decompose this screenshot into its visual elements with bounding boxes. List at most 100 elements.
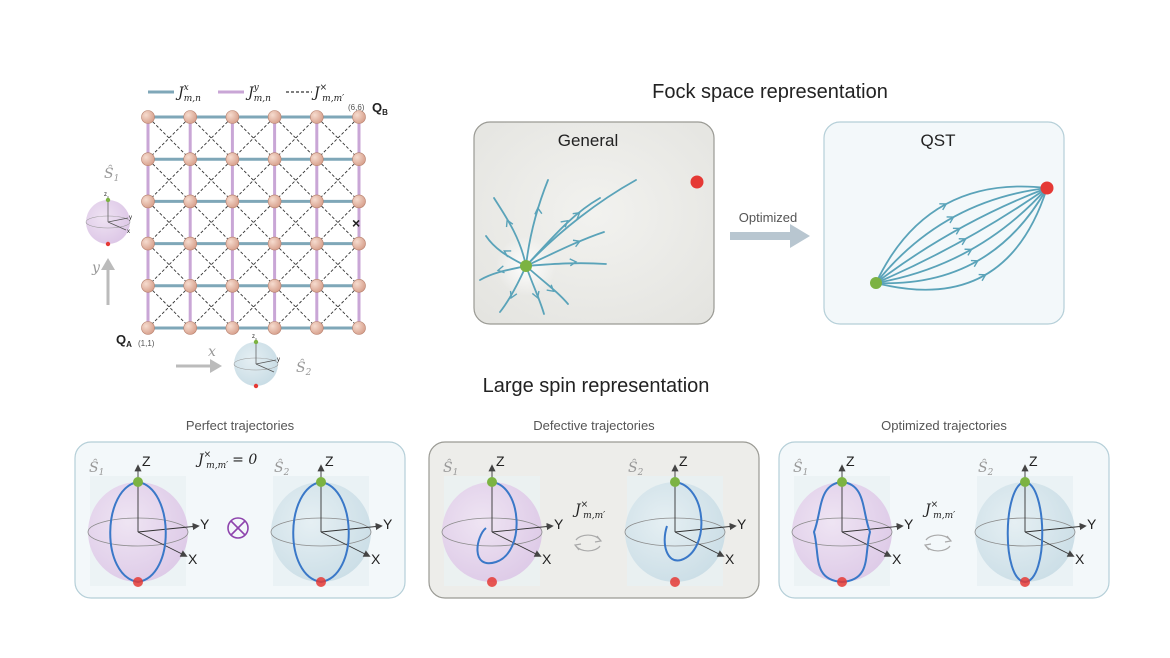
sphere-s2-y-label: Y [383, 516, 393, 532]
qst-panel: QST [823, 121, 1065, 325]
sphere-s2-z-label: Z [1029, 453, 1038, 469]
qubit-node [141, 321, 155, 335]
qubit-node [267, 236, 282, 251]
qubit-node [352, 152, 366, 166]
sphere-s1-south-dot [487, 577, 497, 587]
qubit-node [352, 110, 366, 124]
trajectory-arrow-icon [546, 284, 555, 293]
qubit-node [225, 236, 240, 251]
qubit-node [352, 236, 366, 251]
qubit-node [225, 278, 240, 293]
spin-title: Large spin representation [483, 375, 710, 397]
corner-a-coord: (1,1) [138, 339, 155, 348]
qubit-node [225, 194, 240, 209]
qubit-node [352, 194, 366, 209]
trajectory-arrow-icon [970, 259, 980, 268]
fock-title: Fock space representation [652, 81, 888, 103]
svg-text:x: x [127, 229, 130, 235]
qubit-node [183, 194, 197, 209]
qst-start-dot [870, 277, 882, 289]
qst-trajectory [875, 187, 1048, 284]
sphere-s2-y-axis [320, 522, 383, 533]
trajectory-arrow-icon [964, 248, 973, 256]
sphere-s1-x-axis [137, 531, 188, 557]
general-trajectory [525, 179, 549, 267]
qubit-node [225, 152, 240, 166]
sphere-s2-x-axis [1024, 531, 1075, 557]
small-s1-end-dot [105, 241, 111, 247]
sphere-s1-south-dot [133, 577, 143, 587]
tensor-product-icon [227, 517, 249, 539]
sphere-s1-x-label: X [542, 551, 552, 567]
trajectory-arrow-icon [946, 216, 955, 224]
sphere-s1-south-dot [837, 577, 847, 587]
y-axis-arrowhead-icon [101, 258, 115, 270]
qubit-node [267, 194, 282, 209]
qubit-node [183, 321, 197, 335]
sphere-s2-y-axis [674, 522, 737, 533]
trajectory-arrow-icon [509, 290, 518, 300]
sphere-s1-y-axis [137, 522, 200, 533]
qubit-node [183, 236, 197, 251]
qubit-node [141, 194, 155, 209]
sphere-s2-x-label: X [371, 551, 381, 567]
sphere-s2-x-label: X [1075, 551, 1085, 567]
qubit-b-label: QB [372, 100, 388, 117]
legend-jc: J×m,m′ [311, 83, 344, 104]
trajectory-arrow-icon [531, 290, 540, 300]
spin-panel-title: Defective trajectories [533, 418, 655, 433]
svg-text:y: y [277, 357, 280, 363]
qst-trajectory [875, 187, 1048, 285]
qubit-node [141, 236, 155, 251]
qst-trajectory [875, 187, 1048, 284]
qst-trajectory [875, 185, 1048, 284]
qubit-node [183, 110, 197, 124]
small-s2-label: Ŝ2 [296, 358, 312, 378]
trajectory-arrow-icon [939, 203, 948, 211]
qubit-node [267, 278, 282, 293]
general-trajectory [525, 197, 601, 267]
sphere-s1-north-dot [133, 477, 143, 487]
optimized-arrow: Optimized [730, 210, 810, 248]
qubit-node [225, 110, 240, 124]
sphere-s1-y-axis [491, 522, 554, 533]
trajectory-arrow-icon [572, 239, 582, 248]
sphere-s1-y-label: Y [200, 516, 210, 532]
small-s2-end-dot [253, 383, 259, 389]
optimized-label: Optimized [739, 210, 798, 225]
qubit-node [352, 321, 366, 335]
qst-label: QST [921, 131, 956, 150]
sphere-s2-z-label: Z [325, 453, 334, 469]
qst-trajectory [875, 187, 1048, 284]
qubit-node [141, 152, 155, 166]
spin-panel-title: Optimized trajectories [881, 418, 1007, 433]
sphere-s2-south-dot [316, 577, 326, 587]
spin-s1-label: Ŝ1 [793, 458, 808, 478]
qubit-node [309, 152, 324, 166]
trajectory-arrow-icon [560, 219, 569, 228]
trajectory-arrow-icon [978, 273, 987, 282]
sphere-s1-z-label: Z [846, 453, 855, 469]
spin-s2-label: Ŝ2 [628, 458, 644, 478]
general-target-dot [690, 175, 704, 189]
sphere-s2-south-dot [1020, 577, 1030, 587]
spin-s1-label: Ŝ1 [443, 458, 458, 478]
sphere-s2-north-dot [1020, 477, 1030, 487]
trajectory-arrow-icon [958, 238, 967, 246]
spin-s1-label: Ŝ1 [89, 458, 104, 478]
trajectory-arrow-icon [952, 227, 962, 235]
qst-target-dot [1040, 181, 1054, 195]
trajectory-arrow-icon [503, 250, 512, 258]
small-s1-label: Ŝ1 [104, 164, 119, 184]
qubit-node [267, 110, 282, 124]
qubit-node [309, 110, 324, 124]
sphere-s1-y-label: Y [554, 516, 564, 532]
y-axis-label: y [91, 260, 101, 276]
qubit-node [141, 110, 155, 124]
qst-trajectory [875, 187, 1048, 284]
